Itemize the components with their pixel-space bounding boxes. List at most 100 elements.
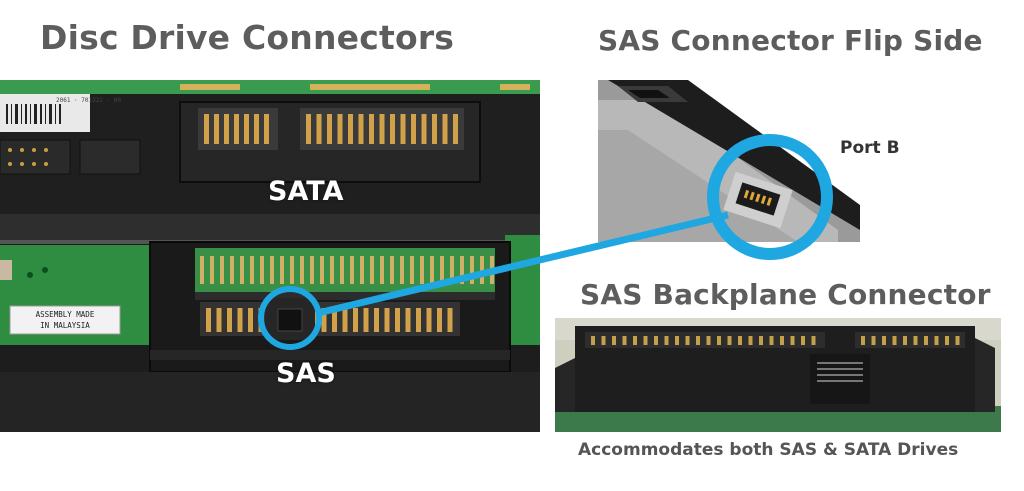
- connector-pin: [280, 256, 284, 284]
- connector-pin: [790, 336, 795, 345]
- connector-pin: [447, 308, 453, 332]
- connector-pin: [258, 308, 264, 332]
- connector-pin: [237, 308, 243, 332]
- connector-pin: [230, 256, 234, 284]
- connector-pin: [384, 308, 390, 332]
- sas-label: SAS: [276, 358, 336, 389]
- connector-pin: [460, 256, 464, 284]
- connector-pin: [892, 336, 897, 345]
- connector-pin: [882, 336, 886, 345]
- connector-pin: [470, 256, 474, 284]
- connector-pin: [316, 114, 322, 144]
- connector-pin: [490, 256, 494, 284]
- connector-pin: [759, 336, 763, 345]
- connector-pin: [622, 336, 627, 345]
- connector-pin: [480, 256, 484, 284]
- connector-pin: [591, 336, 595, 345]
- connector-pin: [924, 336, 928, 345]
- connector-pin: [411, 114, 416, 144]
- flip-side-title: SAS Connector Flip Side: [598, 24, 983, 57]
- connector-pin: [390, 256, 394, 284]
- connector-pin: [612, 336, 616, 345]
- connector-pin: [450, 256, 454, 284]
- connector-pin: [300, 256, 304, 284]
- connector-pin: [374, 308, 379, 332]
- connector-pin: [220, 256, 224, 284]
- assembly-label-line2: IN MALAYSIA: [40, 321, 90, 330]
- backplane-caption: Accommodates both SAS & SATA Drives: [578, 440, 959, 460]
- connector-pin: [432, 114, 437, 144]
- connector-pin: [321, 308, 327, 332]
- connector-pin: [330, 256, 334, 284]
- connector-pin: [380, 256, 384, 284]
- connector-pin: [696, 336, 700, 345]
- connector-pin: [216, 308, 222, 332]
- connector-pin: [426, 308, 432, 332]
- backplane-title: SAS Backplane Connector: [580, 278, 991, 311]
- connector-pin: [430, 256, 434, 284]
- connector-pin: [350, 256, 354, 284]
- connector-pin: [390, 114, 395, 144]
- connector-pin: [903, 336, 907, 345]
- connector-pin: [260, 256, 264, 284]
- connector-pin: [327, 114, 332, 144]
- connector-pin: [210, 256, 214, 284]
- connector-pin: [290, 256, 294, 284]
- connector-pin: [332, 308, 337, 332]
- connector-pin: [370, 256, 374, 284]
- connector-pin: [214, 114, 219, 144]
- connector-pin: [379, 114, 385, 144]
- connector-pin: [348, 114, 353, 144]
- connector-pin: [913, 336, 918, 345]
- connector-pin: [306, 114, 311, 144]
- connector-pin: [342, 308, 348, 332]
- connector-pin: [442, 114, 448, 144]
- connector-pin: [363, 308, 369, 332]
- connector-pin: [410, 256, 414, 284]
- connector-pin: [706, 336, 711, 345]
- connector-pin: [405, 308, 411, 332]
- connector-pin: [337, 114, 343, 144]
- connector-pin: [643, 336, 648, 345]
- connector-pin: [955, 336, 960, 345]
- connector-pin: [675, 336, 679, 345]
- connector-pin: [945, 336, 949, 345]
- connector-pin: [861, 336, 865, 345]
- connector-pin: [200, 256, 204, 284]
- connector-pin: [254, 114, 259, 144]
- connector-pin: [738, 336, 742, 345]
- connector-pin: [717, 336, 721, 345]
- connector-pin: [453, 114, 458, 144]
- connector-pin: [234, 114, 239, 144]
- connector-pin: [769, 336, 774, 345]
- backplane-connector-photo: [555, 318, 1001, 432]
- connector-pin: [340, 256, 344, 284]
- connector-pin: [934, 336, 939, 345]
- connector-pin: [244, 114, 249, 144]
- connector-pin: [248, 308, 253, 332]
- connector-pin: [395, 308, 400, 332]
- connector-pin: [204, 114, 209, 144]
- connector-pin: [601, 336, 606, 345]
- main-title: Disc Drive Connectors: [40, 18, 455, 57]
- connector-pin: [360, 256, 364, 284]
- barcode-number: 2061 · 701322 · 00: [56, 97, 121, 104]
- connector-pin: [310, 256, 314, 284]
- port-b-label: Port B: [840, 138, 900, 158]
- drive-connectors-photo: 2061 · 701322 · 00 ASSEMBLY MADE IN MALA…: [0, 80, 540, 432]
- connector-pin: [748, 336, 753, 345]
- connector-pin: [264, 114, 269, 144]
- connector-pin: [206, 308, 211, 332]
- connector-pin: [421, 114, 427, 144]
- connector-pin: [400, 114, 406, 144]
- connector-pin: [871, 336, 876, 345]
- connector-pin: [437, 308, 442, 332]
- connector-pin: [400, 256, 404, 284]
- connector-pin: [224, 114, 229, 144]
- connector-pin: [727, 336, 732, 345]
- connector-pin: [801, 336, 805, 345]
- connector-pin: [685, 336, 690, 345]
- flip-side-photo: [598, 80, 860, 242]
- sata-label: SATA: [268, 176, 344, 207]
- connector-pin: [320, 256, 324, 284]
